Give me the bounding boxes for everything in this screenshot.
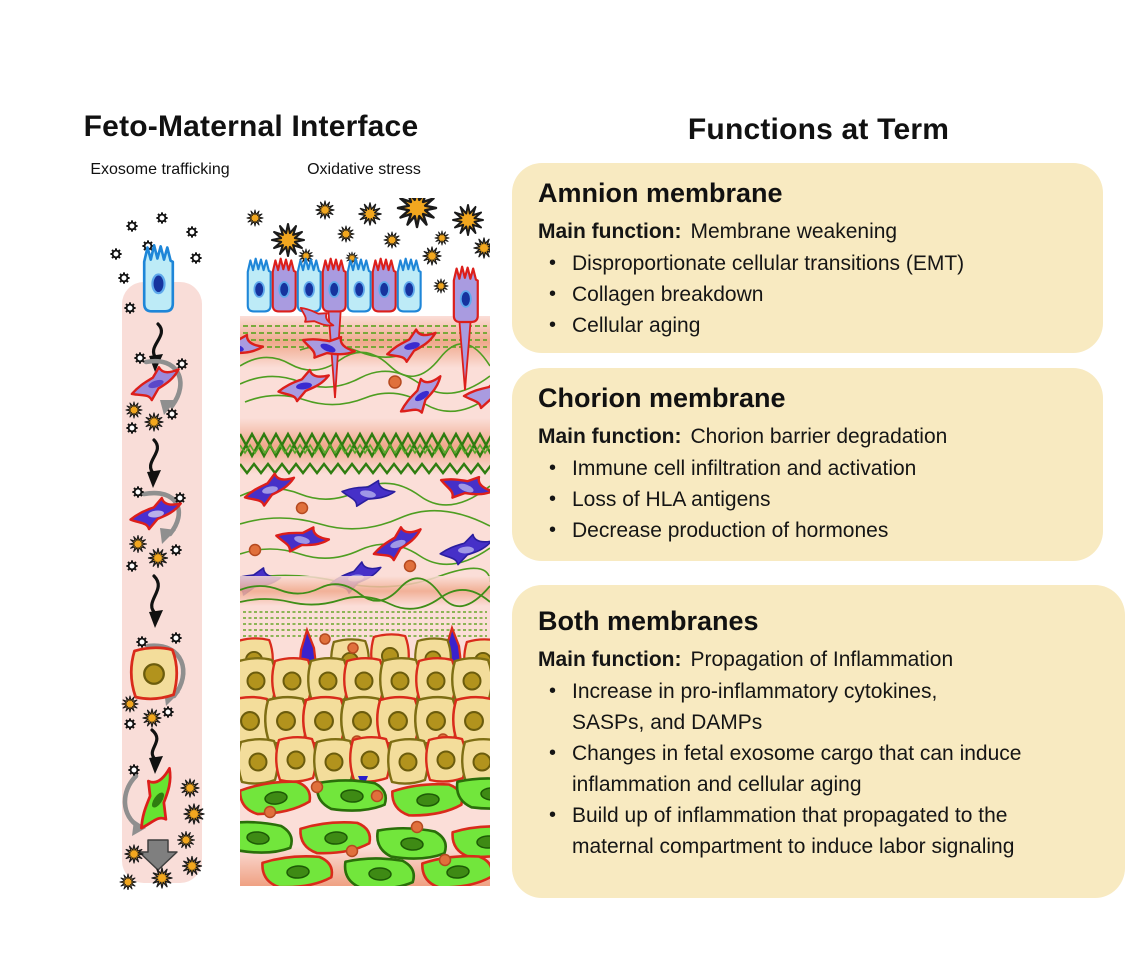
box-heading: Amnion membrane <box>538 178 783 208</box>
main-function-label: Main function: <box>538 648 682 671</box>
amnion-epithelial-cell <box>246 257 272 313</box>
collagen-fibers <box>240 342 490 413</box>
bullet-item: Loss of HLA antigens <box>538 484 1085 515</box>
amnion-epithelial-cell <box>346 257 372 313</box>
bullet-list: Immune cell infiltration and activation … <box>538 453 1085 546</box>
oxidative-stress-figure <box>240 198 490 886</box>
orange-dot <box>295 501 309 515</box>
amnion-epithelial-cell <box>396 257 422 313</box>
amnion-epithelial-cell <box>452 265 479 324</box>
decidual-cell <box>342 856 416 886</box>
orange-dot <box>310 780 324 794</box>
trafficking-arrow-icon <box>147 438 161 488</box>
orange-dot <box>403 559 417 573</box>
box-heading: Chorion membrane <box>538 383 786 413</box>
amnion-epithelial-cell <box>371 257 397 313</box>
trafficking-arrow-icon <box>149 574 163 628</box>
exosome-trafficking-label: Exosome trafficking <box>90 161 230 178</box>
amnion-epithelial-cell <box>271 257 297 313</box>
basement-membrane-1 <box>243 325 487 348</box>
main-function-text: Membrane weakening <box>690 220 898 243</box>
chorion-membrane-box: Chorion membrane Main function: Chorion b… <box>512 368 1103 561</box>
amnion-epithelial-cell <box>296 257 322 313</box>
orange-dot <box>370 789 384 803</box>
bullet-item: Decrease production of hormones <box>538 515 1085 546</box>
decidua-layer <box>240 776 490 886</box>
orange-dot <box>263 805 277 819</box>
feto-maternal-title: Feto-Maternal Interface <box>83 110 419 144</box>
main-function-line: Main function: Chorion barrier degradatio… <box>538 421 1085 452</box>
bullet-item: Immune cell infiltration and activation <box>538 453 1085 484</box>
bullet-item: Cellular aging <box>538 310 1085 341</box>
exosome-trafficking-figure <box>109 212 205 890</box>
mesenchymal-cell <box>125 351 189 435</box>
bullet-item: Build up of inflammation that propagated… <box>538 800 1107 862</box>
both-membranes-box: Both membranes Main function: Propagation… <box>512 585 1125 898</box>
amnion-epithelial-cell <box>321 257 347 313</box>
chorion-trophoblast-layer <box>240 624 490 785</box>
spongy-collagen-band <box>240 431 490 475</box>
main-function-line: Main function: Propagation of Inflammatio… <box>538 644 1107 675</box>
main-function-text: Chorion barrier degradation <box>690 425 948 448</box>
functions-at-term-title: Functions at Term <box>687 113 950 147</box>
trophoblast-cell <box>121 631 186 731</box>
bullet-list: Increase in pro-inflammatory cytokines, … <box>538 676 1107 862</box>
decidual-cell <box>122 761 205 850</box>
fibroblast-cell <box>125 485 187 573</box>
trafficking-arrow-icon <box>149 728 163 774</box>
orange-dot <box>319 633 331 645</box>
decidual-cell <box>260 853 334 886</box>
collagen-fibers <box>240 577 490 610</box>
trafficking-column <box>122 282 202 883</box>
uptake-arrow-icon <box>145 643 186 699</box>
orange-dot <box>347 642 359 654</box>
amnion-fibroblast-cells <box>240 297 490 423</box>
propagation-arrow-icon <box>138 839 178 871</box>
orange-dot <box>345 844 359 858</box>
bullet-item: Increase in pro-inflammatory cytokines, … <box>538 676 1107 738</box>
bullet-item: Disproportionate cellular transitions (E… <box>538 248 1085 279</box>
bullet-item: Collagen breakdown <box>538 279 1085 310</box>
main-function-line: Main function: Membrane weakening <box>538 216 1085 247</box>
bullet-item: Changes in fetal exosome cargo that can … <box>538 738 1107 800</box>
amnion-epithelial-cell <box>142 243 175 313</box>
orange-dot <box>438 853 452 867</box>
basement-membrane-2 <box>243 611 487 637</box>
oxidative-stress-label: Oxidative stress <box>307 161 421 178</box>
orange-dot <box>388 375 402 389</box>
bullet-list: Disproportionate cellular transitions (E… <box>538 248 1085 341</box>
main-function-label: Main function: <box>538 425 682 448</box>
orange-dot <box>410 820 424 834</box>
box-heading: Both membranes <box>538 606 759 636</box>
orange-dot <box>248 543 262 557</box>
main-function-label: Main function: <box>538 220 682 243</box>
amnion-membrane-box: Amnion membrane Main function: Membrane w… <box>512 163 1103 353</box>
main-function-text: Propagation of Inflammation <box>690 648 954 671</box>
